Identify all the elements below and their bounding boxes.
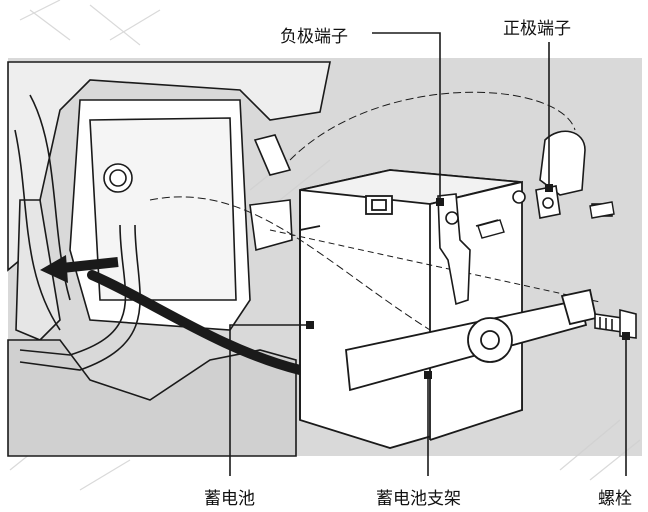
negative-terminal-clamp [437,193,501,306]
battery-bracket [345,288,598,392]
arrow-left-icon [40,255,119,283]
bolt-icon [594,308,637,339]
leader-lines [229,32,627,476]
terminal-bolts [477,201,615,239]
dashed-wire [149,91,576,331]
negative-terminal-label: 负极端子 [280,27,348,47]
terminal-clamp-icon [512,130,613,219]
positive-terminal-label: 正极端子 [503,19,571,39]
negative-cable [87,270,355,377]
bolt-label: 螺栓 [598,489,632,509]
vehicle-frame [7,61,331,457]
battery-label: 蓄电池 [204,489,255,509]
leader-endpoints [306,184,630,379]
battery-bracket-label: 蓄电池支架 [376,489,461,509]
